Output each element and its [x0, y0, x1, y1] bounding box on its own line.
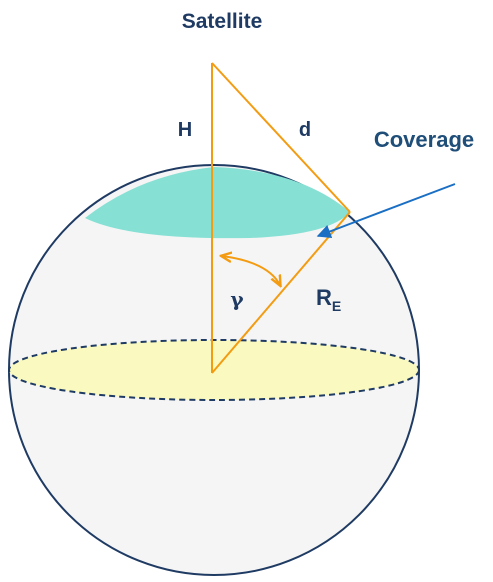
earth-radius-line	[211, 211, 351, 374]
gamma-label: γ	[230, 287, 244, 311]
earth-radius-label: RE	[316, 285, 341, 314]
coverage-cap	[85, 167, 350, 239]
distance-label: d	[299, 119, 311, 141]
coverage-arrow	[316, 183, 456, 239]
earth-radius-subscript: E	[332, 298, 341, 314]
earth-radius-main: R	[316, 285, 332, 310]
satellite-label: Satellite	[182, 10, 263, 33]
slant-distance-line	[211, 62, 351, 213]
coverage-label: Coverage	[374, 127, 474, 152]
angle-arc	[222, 256, 280, 285]
height-label: H	[178, 119, 192, 141]
